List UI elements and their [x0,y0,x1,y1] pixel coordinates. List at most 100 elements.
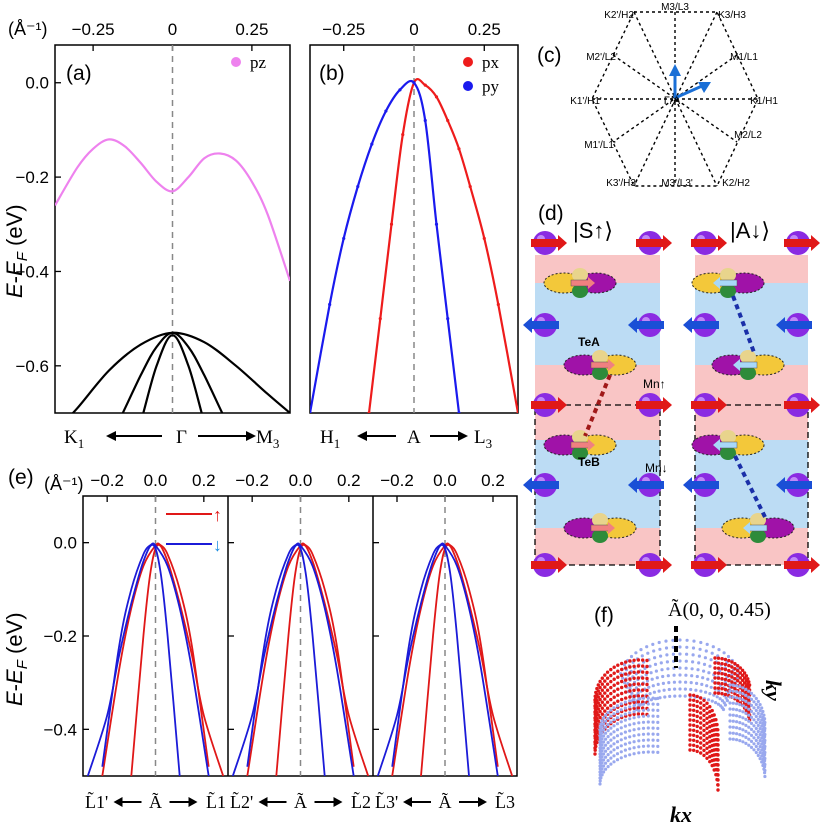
surface-dot [720,657,724,661]
surface-dot [742,681,747,685]
surface-dot [603,697,607,701]
surface-dot [744,705,748,710]
surface-dot [741,722,745,726]
spin-arrow-right [531,239,559,247]
surface-dot [723,682,728,687]
surface-dot [714,773,718,777]
surface-dot [744,735,748,740]
surface-dot [628,689,632,693]
surface-dot [620,697,624,702]
panel-a-bands [55,45,290,413]
surface-dot [735,720,739,724]
panel-d-label: (d) [538,202,564,225]
surface-dot [653,662,658,667]
surface-dot [656,732,660,737]
surface-dot [731,689,735,693]
surface-dot [678,687,682,691]
surface-dot [623,718,628,722]
surface-dot [641,732,646,736]
surface-dot [604,755,608,759]
surface-dot [713,691,717,695]
surface-dot [602,716,606,720]
surface-dot [634,651,638,655]
surface-dot [749,721,754,726]
surface-dot [692,748,696,752]
surface-dot [728,731,732,735]
surface-dot [744,699,748,704]
surface-dot [730,680,734,684]
surface-dot [749,733,754,738]
surface-dot [728,683,732,687]
surface-dot [705,756,709,760]
surface-dot [651,738,655,742]
surface-dot [598,779,602,783]
surface-dot [761,745,765,750]
orbital-spin-arrow [590,361,610,369]
surface-dot [735,684,739,688]
surface-dot [645,676,649,681]
surface-dot [716,661,721,665]
surface-dot [728,719,732,723]
surface-dot [600,682,604,686]
surface-dot [708,730,712,734]
surface-dot [702,669,706,673]
surface-dot [684,680,688,684]
surface-dot [733,667,737,671]
surface-dot [612,706,616,710]
kpath-arrowhead-left [258,797,268,807]
surface-dot [692,718,696,722]
surface-dot [747,737,751,741]
surface-dot [716,691,721,695]
surface-dot [637,751,641,755]
surface-dot [604,767,608,771]
surface-dot [752,748,756,752]
surface-dot [612,718,616,722]
surface-dot [632,688,636,692]
spin-arrow-head [776,317,785,333]
spin-arrow-left [531,321,559,329]
surface-dot [684,666,688,670]
surface-dot [761,709,765,714]
axis-label-kx: kx [670,802,692,827]
surface-dot [695,699,699,704]
surface-dot [605,670,610,674]
surface-dot [609,732,613,736]
surface-dot [637,721,641,725]
surface-dot [731,707,735,711]
surface-dot [695,734,699,739]
surface-dot [716,686,721,690]
surface-dot [656,714,660,719]
surface-dot [699,706,703,710]
surface-dot [621,676,625,680]
spin-arrow-head [558,557,567,573]
surface-dot [600,737,604,741]
surface-dot [660,668,664,672]
band-point [412,81,416,85]
surface-dot [612,665,616,669]
spin-arrow-right [691,561,719,569]
surface-dot [620,661,624,666]
top-tick-label: 0.25 [468,20,501,39]
surface-dot [702,748,706,753]
bz-point-label: M2'/L2' [586,52,618,63]
orbital-lobe-vertical [592,513,608,527]
surface-dot [651,684,655,688]
surface-dot [738,681,742,685]
panel-d: (d) |S↑⟩ |A↓⟩ TeA TeB Mn↑ Mn↓ [523,202,820,577]
band-line-spin-down [391,542,499,776]
top-tick-label: 0.25 [235,20,268,39]
surface-dot [641,744,646,748]
surface-dot [599,776,603,780]
surface-dot [703,656,708,660]
surface-dot [598,679,602,684]
surface-dot [705,706,709,710]
surface-dot [600,719,604,723]
surface-dot [720,692,724,696]
surface-dot [643,666,647,671]
surface-dot [652,649,656,653]
surface-dot [602,758,606,762]
surface-dot [754,738,758,743]
surface-dot [600,749,604,753]
label-mn-up: Mn↑ [643,377,666,391]
surface-dot [609,697,613,702]
